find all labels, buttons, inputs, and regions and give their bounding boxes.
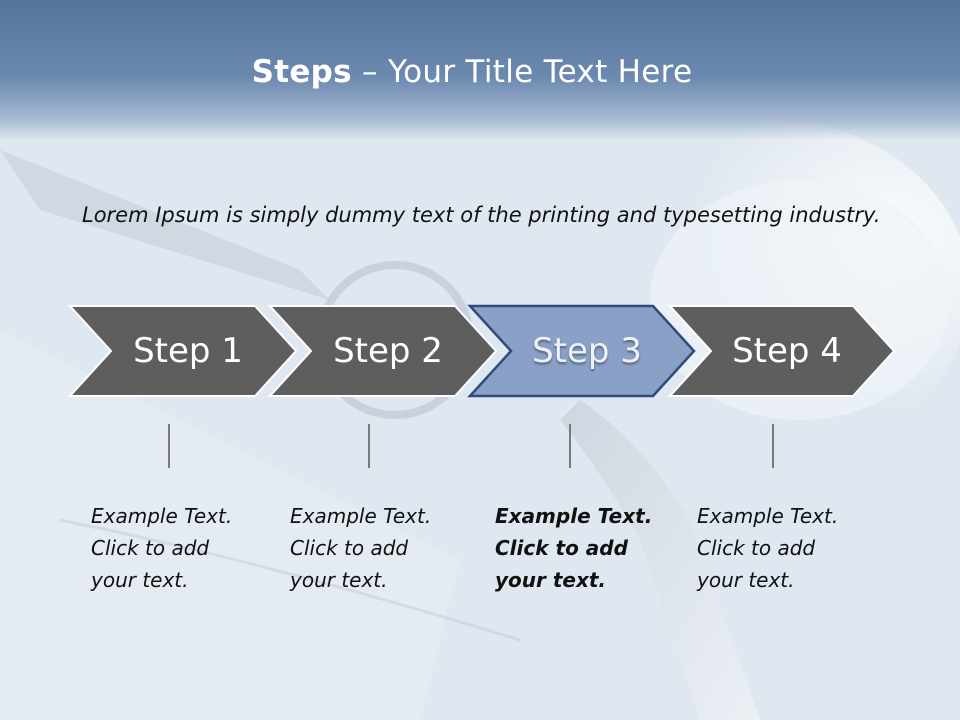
step-2-chevron[interactable] bbox=[267, 305, 498, 397]
step-3-desc-line: Click to add bbox=[495, 536, 628, 560]
step-1-desc-line: Example Text. bbox=[91, 504, 233, 528]
step-3-desc-line: your text. bbox=[495, 568, 607, 592]
step-2-desc-line: Click to add bbox=[290, 536, 409, 560]
title-bold: Steps bbox=[251, 54, 352, 90]
step-4-desc-line: Example Text. bbox=[697, 504, 839, 528]
step-2-label: Step 2 bbox=[333, 331, 443, 371]
title-rest: – Your Title Text Here bbox=[351, 54, 693, 90]
step-3-description[interactable]: Example Text. Click to add your text. bbox=[495, 500, 665, 596]
step-1-label: Step 1 bbox=[133, 331, 243, 371]
page-title[interactable]: Steps – Your Title Text Here bbox=[0, 54, 944, 90]
step-4-chevron[interactable] bbox=[667, 305, 896, 397]
step-4-label: Step 4 bbox=[732, 331, 842, 371]
step-3-desc-line: Example Text. bbox=[495, 504, 653, 528]
header-band bbox=[0, 0, 960, 140]
step-3-chevron[interactable] bbox=[467, 304, 696, 398]
step-1-desc-line: your text. bbox=[91, 568, 189, 592]
step-4-desc-line: Click to add bbox=[697, 536, 816, 560]
step-1-desc-line: Click to add bbox=[91, 536, 210, 560]
step-1-chevron[interactable] bbox=[67, 305, 298, 397]
step-3-label: Step 3 bbox=[532, 331, 642, 371]
step-1-description[interactable]: Example Text. Click to add your text. bbox=[91, 500, 261, 596]
step-4-description[interactable]: Example Text. Click to add your text. bbox=[697, 500, 867, 596]
step-2-description[interactable]: Example Text. Click to add your text. bbox=[290, 500, 460, 596]
step-2-desc-line: your text. bbox=[290, 568, 388, 592]
intro-text[interactable]: Lorem Ipsum is simply dummy text of the … bbox=[82, 203, 881, 227]
step-4-desc-line: your text. bbox=[697, 568, 795, 592]
step-2-desc-line: Example Text. bbox=[290, 504, 432, 528]
